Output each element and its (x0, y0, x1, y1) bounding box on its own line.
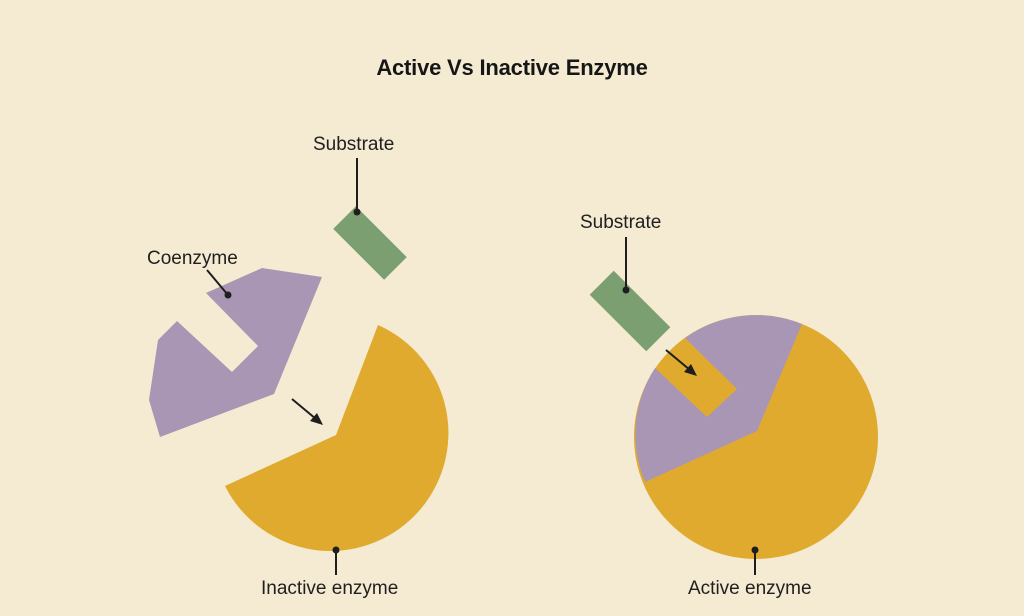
right-arrowhead (684, 364, 697, 376)
left-substrate-shape (333, 206, 407, 280)
left-coenzyme-label: Coenzyme (147, 248, 238, 269)
left-panel (149, 158, 449, 575)
left-coenzyme-leader (206, 269, 229, 296)
right-arrow (665, 349, 691, 371)
left-coenzyme-shape (149, 268, 322, 437)
right-active-enzyme-shape (634, 315, 878, 559)
left-inactive-enzyme-shape (225, 325, 449, 551)
diagram-title: Active Vs Inactive Enzyme (376, 55, 648, 80)
left-arrowhead (310, 413, 323, 425)
left-coenzyme-dot (224, 291, 232, 299)
right-coenzyme-shape (635, 315, 802, 482)
right-enzyme-dot (751, 546, 759, 554)
right-enzyme-label: Active enzyme (688, 578, 812, 599)
left-substrate-dot (353, 208, 361, 216)
left-arrow (291, 398, 317, 420)
right-substrate-shape (589, 270, 671, 352)
right-panel (589, 237, 878, 575)
left-enzyme-label: Inactive enzyme (261, 578, 399, 599)
left-enzyme-dot (332, 546, 340, 554)
right-substrate-label: Substrate (580, 212, 662, 233)
left-substrate-label: Substrate (313, 134, 395, 155)
right-substrate-dot (622, 286, 630, 294)
